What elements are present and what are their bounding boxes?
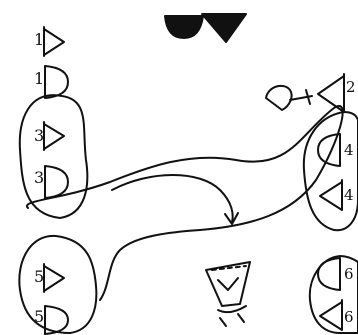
- group-6-enclosure: [308, 255, 358, 334]
- top-triangle-shape: [201, 13, 247, 43]
- left-label-5b: 5: [34, 307, 44, 326]
- triangle-right-1a: [43, 26, 65, 57]
- right-label-4a: 4: [344, 141, 354, 159]
- connection-curve: [25, 105, 344, 301]
- right-label-6a: 6: [344, 265, 354, 283]
- semicircle-left-4a: [317, 133, 341, 167]
- funnel-inner-v: [217, 277, 239, 291]
- triangle-left-2: [317, 73, 345, 113]
- group-3-enclosure: [18, 94, 89, 219]
- semicircle-left-top: [265, 84, 293, 111]
- semicircle-left-6a: [317, 257, 341, 291]
- semicircle-right-5b: [44, 305, 69, 335]
- arrow-curve: [111, 174, 234, 223]
- arrowhead: [224, 212, 239, 225]
- triangle-left-4b: [319, 179, 343, 211]
- triangle-right-3a: [43, 121, 65, 151]
- triangle-left-6b: [319, 299, 343, 331]
- right-label-6b: 6: [344, 308, 354, 326]
- left-label-1a: 1: [34, 30, 44, 49]
- right-label-4b: 4: [344, 186, 354, 204]
- left-label-3b: 3: [34, 168, 44, 187]
- left-label-3a: 3: [34, 126, 44, 145]
- semicircle-right-1b: [44, 65, 69, 99]
- connector-bar: [289, 89, 313, 105]
- triangle-right-5a: [43, 263, 65, 293]
- left-label-1b: 1: [34, 69, 44, 88]
- top-semicircle-shape: [164, 15, 204, 39]
- semicircle-right-3b: [44, 165, 69, 199]
- funnel-dashed-top: [211, 265, 247, 271]
- funnel-shape: [205, 261, 251, 307]
- right-label-2: 2: [346, 78, 356, 96]
- funnel-bottom-dash: [217, 305, 247, 327]
- group-5-enclosure: [18, 234, 98, 334]
- group-4-enclosure: [302, 111, 358, 232]
- left-label-5a: 5: [34, 267, 44, 286]
